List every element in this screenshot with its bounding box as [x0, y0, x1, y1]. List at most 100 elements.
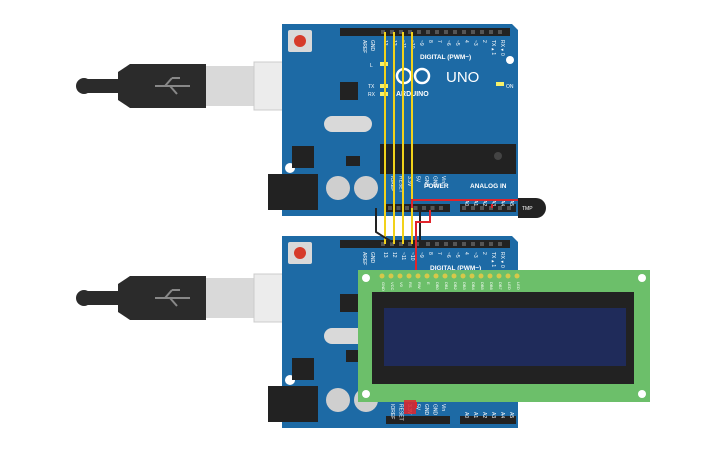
digital-pin-pin[interactable] [480, 30, 484, 34]
lcd-pin[interactable] [424, 273, 430, 279]
digital-pin-pin[interactable] [381, 30, 385, 34]
digital-pin-pin[interactable] [390, 242, 394, 246]
power-pin-label: GND [432, 176, 438, 188]
analog-header[interactable] [460, 416, 516, 424]
lcd-pin[interactable] [442, 273, 448, 279]
usb-icon [155, 77, 190, 95]
lcd-screen [384, 308, 626, 366]
lcd-pin[interactable] [478, 273, 484, 279]
analog-pin-label: A3 [490, 412, 496, 418]
digital-pin-pin[interactable] [498, 30, 502, 34]
power-pin-pin[interactable] [396, 206, 401, 210]
analog-pin-pin[interactable] [462, 206, 466, 210]
lcd-pin[interactable] [451, 273, 457, 279]
digital-pin-label: 8 [427, 252, 433, 255]
power-pin-pin[interactable] [430, 206, 435, 210]
digital-pin-label: ~9 [418, 40, 424, 46]
lcd-pin[interactable] [406, 273, 412, 279]
lcd-pin-label: RW [417, 282, 422, 289]
analog-pin-pin[interactable] [471, 206, 475, 210]
lcd-pin[interactable] [415, 273, 421, 279]
digital-pin-pin[interactable] [426, 30, 430, 34]
power-pin-pin[interactable] [405, 206, 409, 210]
digital-pin-pin[interactable] [480, 242, 484, 246]
analog-pin-pin[interactable] [498, 206, 502, 210]
lcd-pin[interactable] [397, 273, 403, 279]
analog-pin-label: A0 [463, 200, 469, 206]
lcd-pin-label: DB1 [444, 282, 449, 291]
crystal [324, 116, 372, 132]
analog-pin-pin[interactable] [480, 206, 484, 210]
power-pin-pin[interactable] [422, 206, 426, 210]
lcd-pin[interactable] [496, 273, 502, 279]
digital-pin-pin[interactable] [498, 242, 502, 246]
wire-red-end [404, 400, 416, 414]
digital-pin-pin[interactable] [471, 30, 475, 34]
digital-pin-pin[interactable] [390, 30, 394, 34]
analog-pin-label: A4 [499, 412, 505, 418]
digital-header[interactable] [340, 240, 510, 248]
digital-pin-label: RX◂0 [499, 40, 505, 56]
digital-pin-pin[interactable] [444, 242, 448, 246]
digital-pin-pin[interactable] [399, 242, 403, 246]
lcd-pin[interactable] [487, 273, 493, 279]
regulator [292, 146, 314, 168]
lcd-pin[interactable] [379, 273, 385, 279]
digital-pin-label: 7 [436, 252, 442, 255]
digital-pin-pin[interactable] [435, 242, 439, 246]
digital-pin-pin[interactable] [453, 242, 457, 246]
power-pin-pin[interactable] [439, 206, 443, 210]
digital-pin-label: ~6 [445, 40, 451, 46]
digital-pin-pin[interactable] [435, 30, 439, 34]
lcd-pin[interactable] [505, 273, 511, 279]
lcd-pin[interactable] [514, 273, 520, 279]
wire-red-5v[interactable] [411, 199, 526, 208]
wires[interactable] [375, 32, 526, 408]
power-header[interactable] [386, 416, 450, 424]
lcd-pin[interactable] [460, 273, 466, 279]
digital-pin-pin[interactable] [453, 30, 457, 34]
digital-pin-pin[interactable] [444, 30, 448, 34]
digital-pin-pin[interactable] [381, 242, 385, 246]
power-pin-label: RESET [398, 404, 404, 421]
digital-pin-label: ~5 [454, 40, 460, 46]
analog-pin-label: A5 [508, 200, 514, 206]
power-pin-pin[interactable] [413, 206, 418, 210]
digital-pin-pin[interactable] [399, 30, 403, 34]
wire-black-gnd[interactable] [375, 208, 393, 243]
digital-pin-pin[interactable] [417, 30, 421, 34]
digital-pin-label: 8 [427, 40, 433, 43]
lcd-pin-label: DB5 [480, 282, 485, 291]
mount-hole [362, 390, 370, 398]
digital-pin-pin[interactable] [408, 30, 412, 34]
arduino-board-top[interactable]: ARDUINO UNO DIGITAL (PWM~) ANALOG IN POW… [268, 24, 518, 216]
usb-chip [340, 294, 358, 312]
temperature-sensor[interactable]: TMP [518, 198, 546, 218]
gnd-label: GND [369, 40, 375, 52]
digital-pin-pin[interactable] [408, 242, 412, 246]
power-pin-pin[interactable] [388, 206, 392, 210]
lcd-pin[interactable] [469, 273, 475, 279]
analog-header[interactable] [460, 204, 516, 212]
digital-pin-label: 4 [463, 40, 469, 43]
analog-pin-pin[interactable] [507, 206, 511, 210]
digital-pin-pin[interactable] [462, 30, 466, 34]
analog-pin-label: A1 [472, 200, 478, 206]
lcd-pin-label: DB3 [462, 282, 467, 291]
digital-pin-pin[interactable] [462, 242, 466, 246]
digital-pin-pin[interactable] [489, 242, 493, 246]
analog-pin-label: A4 [499, 200, 505, 206]
digital-pin-pin[interactable] [471, 242, 475, 246]
lcd-pin-label: DB6 [489, 282, 494, 291]
lcd-pin[interactable] [433, 273, 439, 279]
digital-pin-pin[interactable] [426, 242, 430, 246]
power-header[interactable] [386, 204, 450, 212]
digital-pin-pin[interactable] [489, 30, 493, 34]
digital-header[interactable] [340, 28, 510, 36]
lcd-pin[interactable] [388, 273, 394, 279]
power-pin-label: GND [432, 404, 438, 416]
